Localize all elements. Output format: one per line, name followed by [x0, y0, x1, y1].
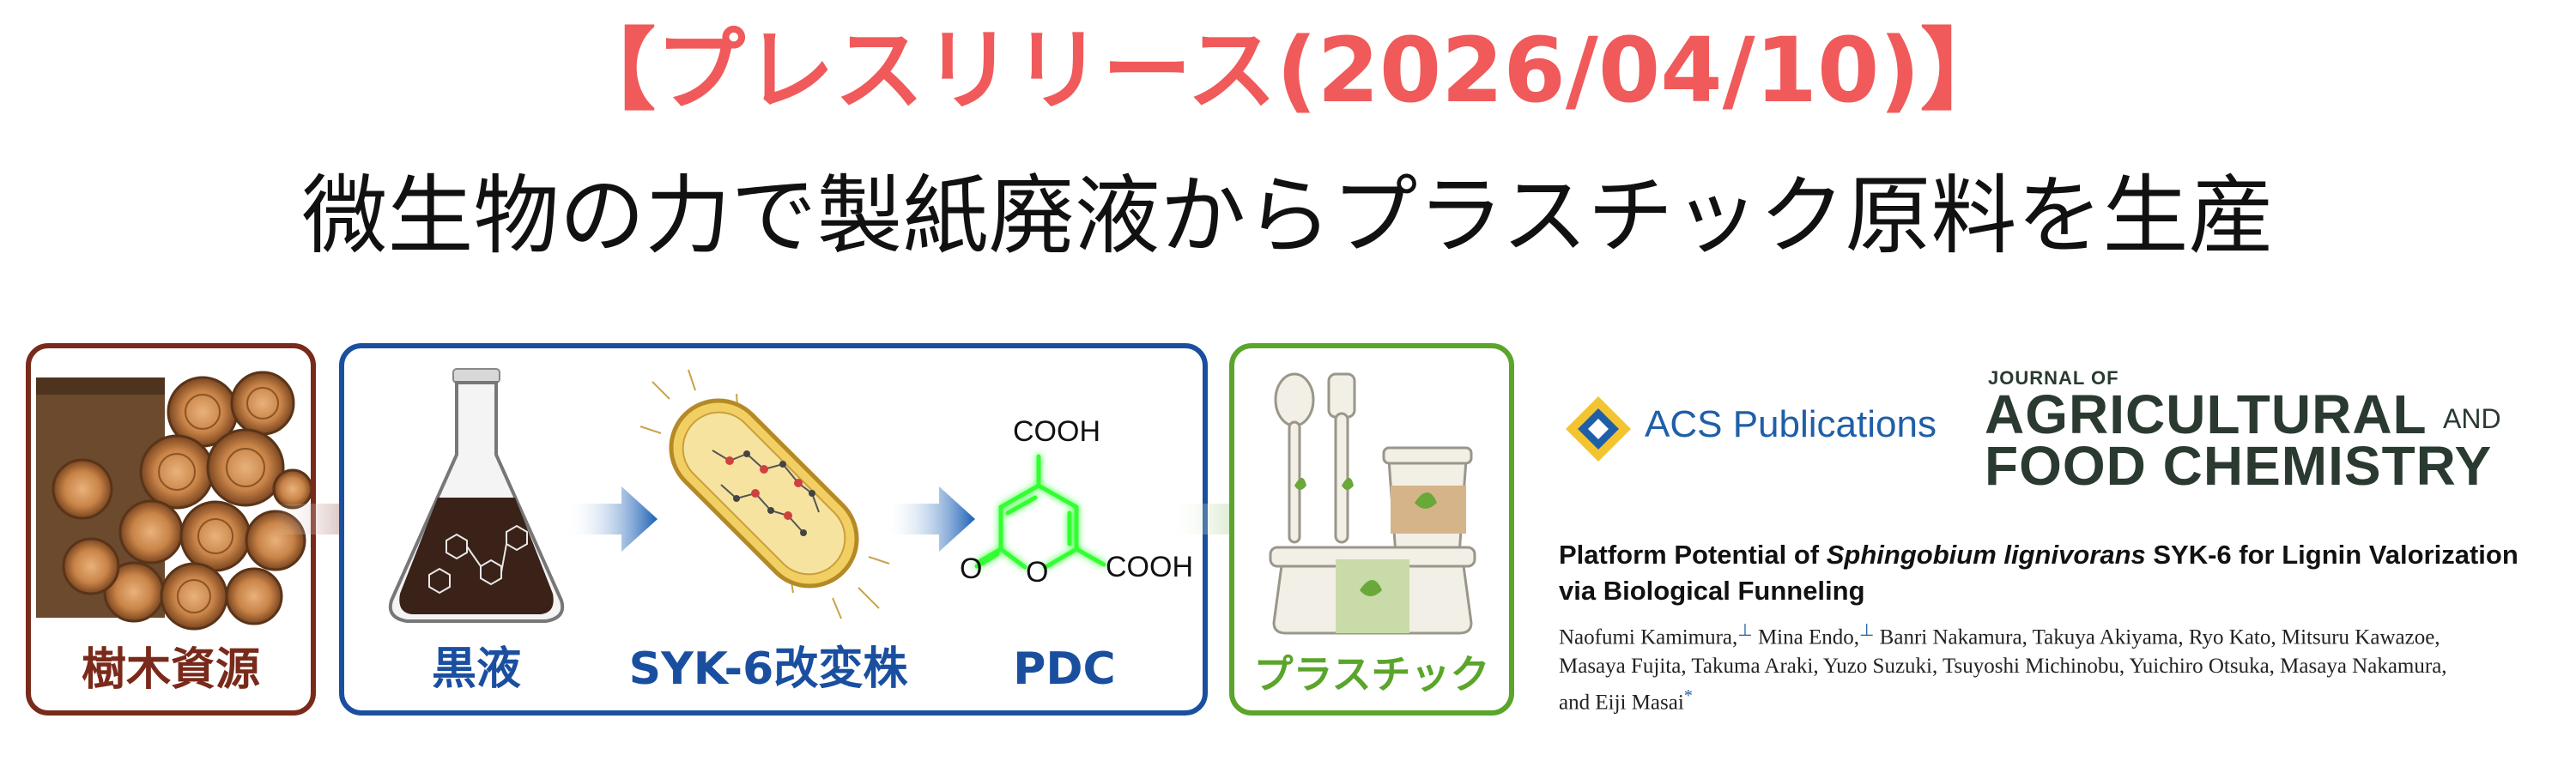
paper-title-species: Sphingobium lignivorans — [1826, 540, 2146, 570]
wood-label: 樹木資源 — [81, 644, 260, 696]
authors-line-3: and Eiji Masai* — [1559, 686, 1693, 715]
equal-contribution-mark: ⊥ — [1737, 621, 1753, 640]
journal-of-text: JOURNAL OF — [1988, 367, 2119, 389]
pdc-structure-icon — [974, 454, 1106, 570]
acs-publications-text: ACS Publications — [1645, 403, 1937, 445]
paper-title: Platform Potential of Sphingobium ligniv… — [1559, 537, 2537, 609]
paper-title-pre: Platform Potential of — [1559, 540, 1827, 570]
main-title: 微生物の力で製紙廃液からプラスチック原料を生産 — [301, 166, 2275, 266]
authors-line-2: Masaya Fujita, Takuma Araki, Yuzo Suzuki… — [1559, 655, 2447, 679]
equal-contribution-mark-2: ⊥ — [1859, 621, 1875, 640]
arrow-liquor-to-strain-icon — [567, 486, 658, 552]
black-liquor-label: 黒液 — [431, 643, 521, 695]
journal-agricultural: AGRICULTURAL — [1985, 383, 2428, 445]
journal-and: AND — [2443, 403, 2501, 434]
bacterium-syk6-icon — [639, 369, 890, 619]
strain-label: SYK-6改変株 — [628, 643, 908, 695]
author-list: Naofumi Kamimura,⊥ Mina Endo,⊥ Banri Nak… — [1559, 616, 2555, 718]
journal-food-chemistry: FOOD CHEMISTRY — [1985, 435, 2493, 497]
pdc-label: PDC — [1013, 643, 1116, 695]
black-liquor-flask-icon — [388, 368, 565, 623]
acs-logo-icon — [1566, 396, 1631, 462]
wood-resource-box: 樹木資源 — [26, 343, 316, 716]
corresponding-author-mark: * — [1683, 686, 1693, 706]
pdc-carbonyl-o: O — [960, 553, 983, 585]
plastic-box: プラスチック — [1229, 343, 1514, 716]
press-release-title: 【プレスリリース(2026/04/10)】 — [567, 18, 2009, 123]
paper-title-post: SYK-6 for Lignin Valorization via Biolog… — [1559, 540, 2518, 606]
arrow-strain-to-pdc-icon — [884, 486, 975, 552]
plastic-products-icon — [1269, 372, 1476, 635]
pdc-cooh-top: COOH — [1013, 415, 1100, 448]
log-pile-icon — [36, 371, 311, 631]
pdc-cooh-right: COOH — [1106, 551, 1193, 583]
authors-line-1: Naofumi Kamimura,⊥ Mina Endo,⊥ Banri Nak… — [1559, 621, 2440, 649]
pdc-ring-o: O — [1026, 556, 1049, 589]
plastic-label: プラスチック — [1253, 651, 1490, 698]
